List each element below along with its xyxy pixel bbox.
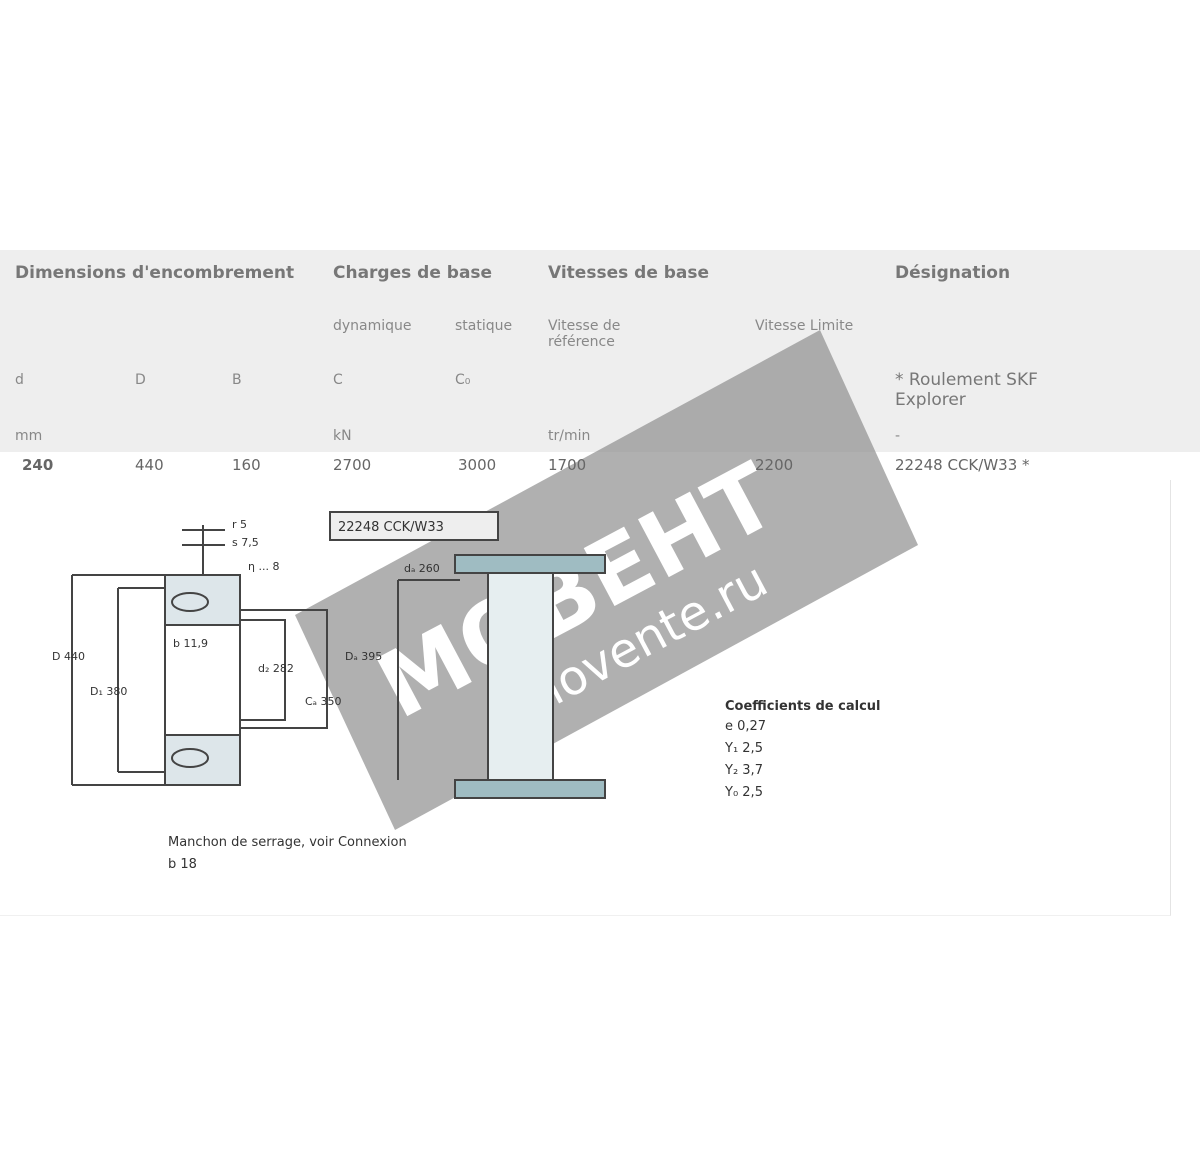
cell-B: 160 [232, 456, 261, 474]
dim-Da: Dₐ 395 [345, 650, 382, 663]
explorer-note: * Roulement SKF Explorer [895, 370, 1038, 410]
cell-designation[interactable]: 22248 CCK/W33 * [895, 456, 1030, 474]
coefficients-title: Coefficients de calcul [725, 699, 881, 714]
dim-d2: d₂ 282 [258, 662, 294, 675]
cell-vref: 1700 [548, 456, 587, 474]
sub-statique: statique [455, 318, 513, 334]
dim-D1: D₁ 380 [90, 685, 127, 698]
cell-d: 240 [22, 456, 54, 474]
dim-s: s 7,5 [232, 536, 259, 549]
group-dimensions: Dimensions d'encombrement [15, 263, 295, 283]
coef-y1: Y₁ 2,5 [724, 741, 763, 756]
drawing-panel [0, 480, 1171, 916]
sym-D: D [135, 372, 146, 388]
table-header [0, 250, 1200, 452]
sub-vitesse-limite: Vitesse Limite [755, 318, 854, 334]
sub-vitesse-reference: Vitesse de référence [548, 318, 621, 350]
sub-dynamique: dynamique [333, 318, 412, 334]
sym-C0: C₀ [455, 372, 471, 388]
unit-speed: tr/min [548, 428, 591, 444]
cell-D: 440 [135, 456, 164, 474]
unit-kn: kN [333, 428, 352, 444]
unit-mm: mm [15, 428, 43, 444]
cell-C: 2700 [333, 456, 372, 474]
dim-b: b 11,9 [173, 637, 208, 650]
dim-Ca: Cₐ 350 [305, 695, 341, 708]
dim-eta: η ... 8 [248, 560, 279, 573]
group-charges: Charges de base [333, 263, 493, 283]
coef-e: e 0,27 [725, 719, 766, 734]
dim-da: dₐ 260 [404, 562, 440, 575]
sym-B: B [232, 372, 242, 388]
coef-y2: Y₂ 3,7 [724, 763, 763, 778]
caption-b: b 18 [168, 857, 197, 872]
dim-D: D 440 [52, 650, 85, 663]
coef-y0: Y₀ 2,5 [724, 785, 763, 800]
group-vitesses: Vitesses de base [548, 263, 710, 283]
caption: Manchon de serrage, voir Connexion [168, 835, 407, 850]
sym-d: d [15, 372, 24, 388]
bearing-drawing: r 5 s 7,5 η ... 8 D 440 D₁ 380 d₂ 282 b … [52, 511, 881, 872]
sym-C: C [333, 372, 343, 388]
group-designation: Désignation [895, 263, 1011, 283]
dim-r1: r 5 [232, 518, 247, 531]
cell-vlim: 2200 [755, 456, 794, 474]
part-label[interactable]: 22248 CCK/W33 [338, 520, 444, 535]
cell-C0: 3000 [458, 456, 497, 474]
unit-dash: - [895, 428, 901, 444]
